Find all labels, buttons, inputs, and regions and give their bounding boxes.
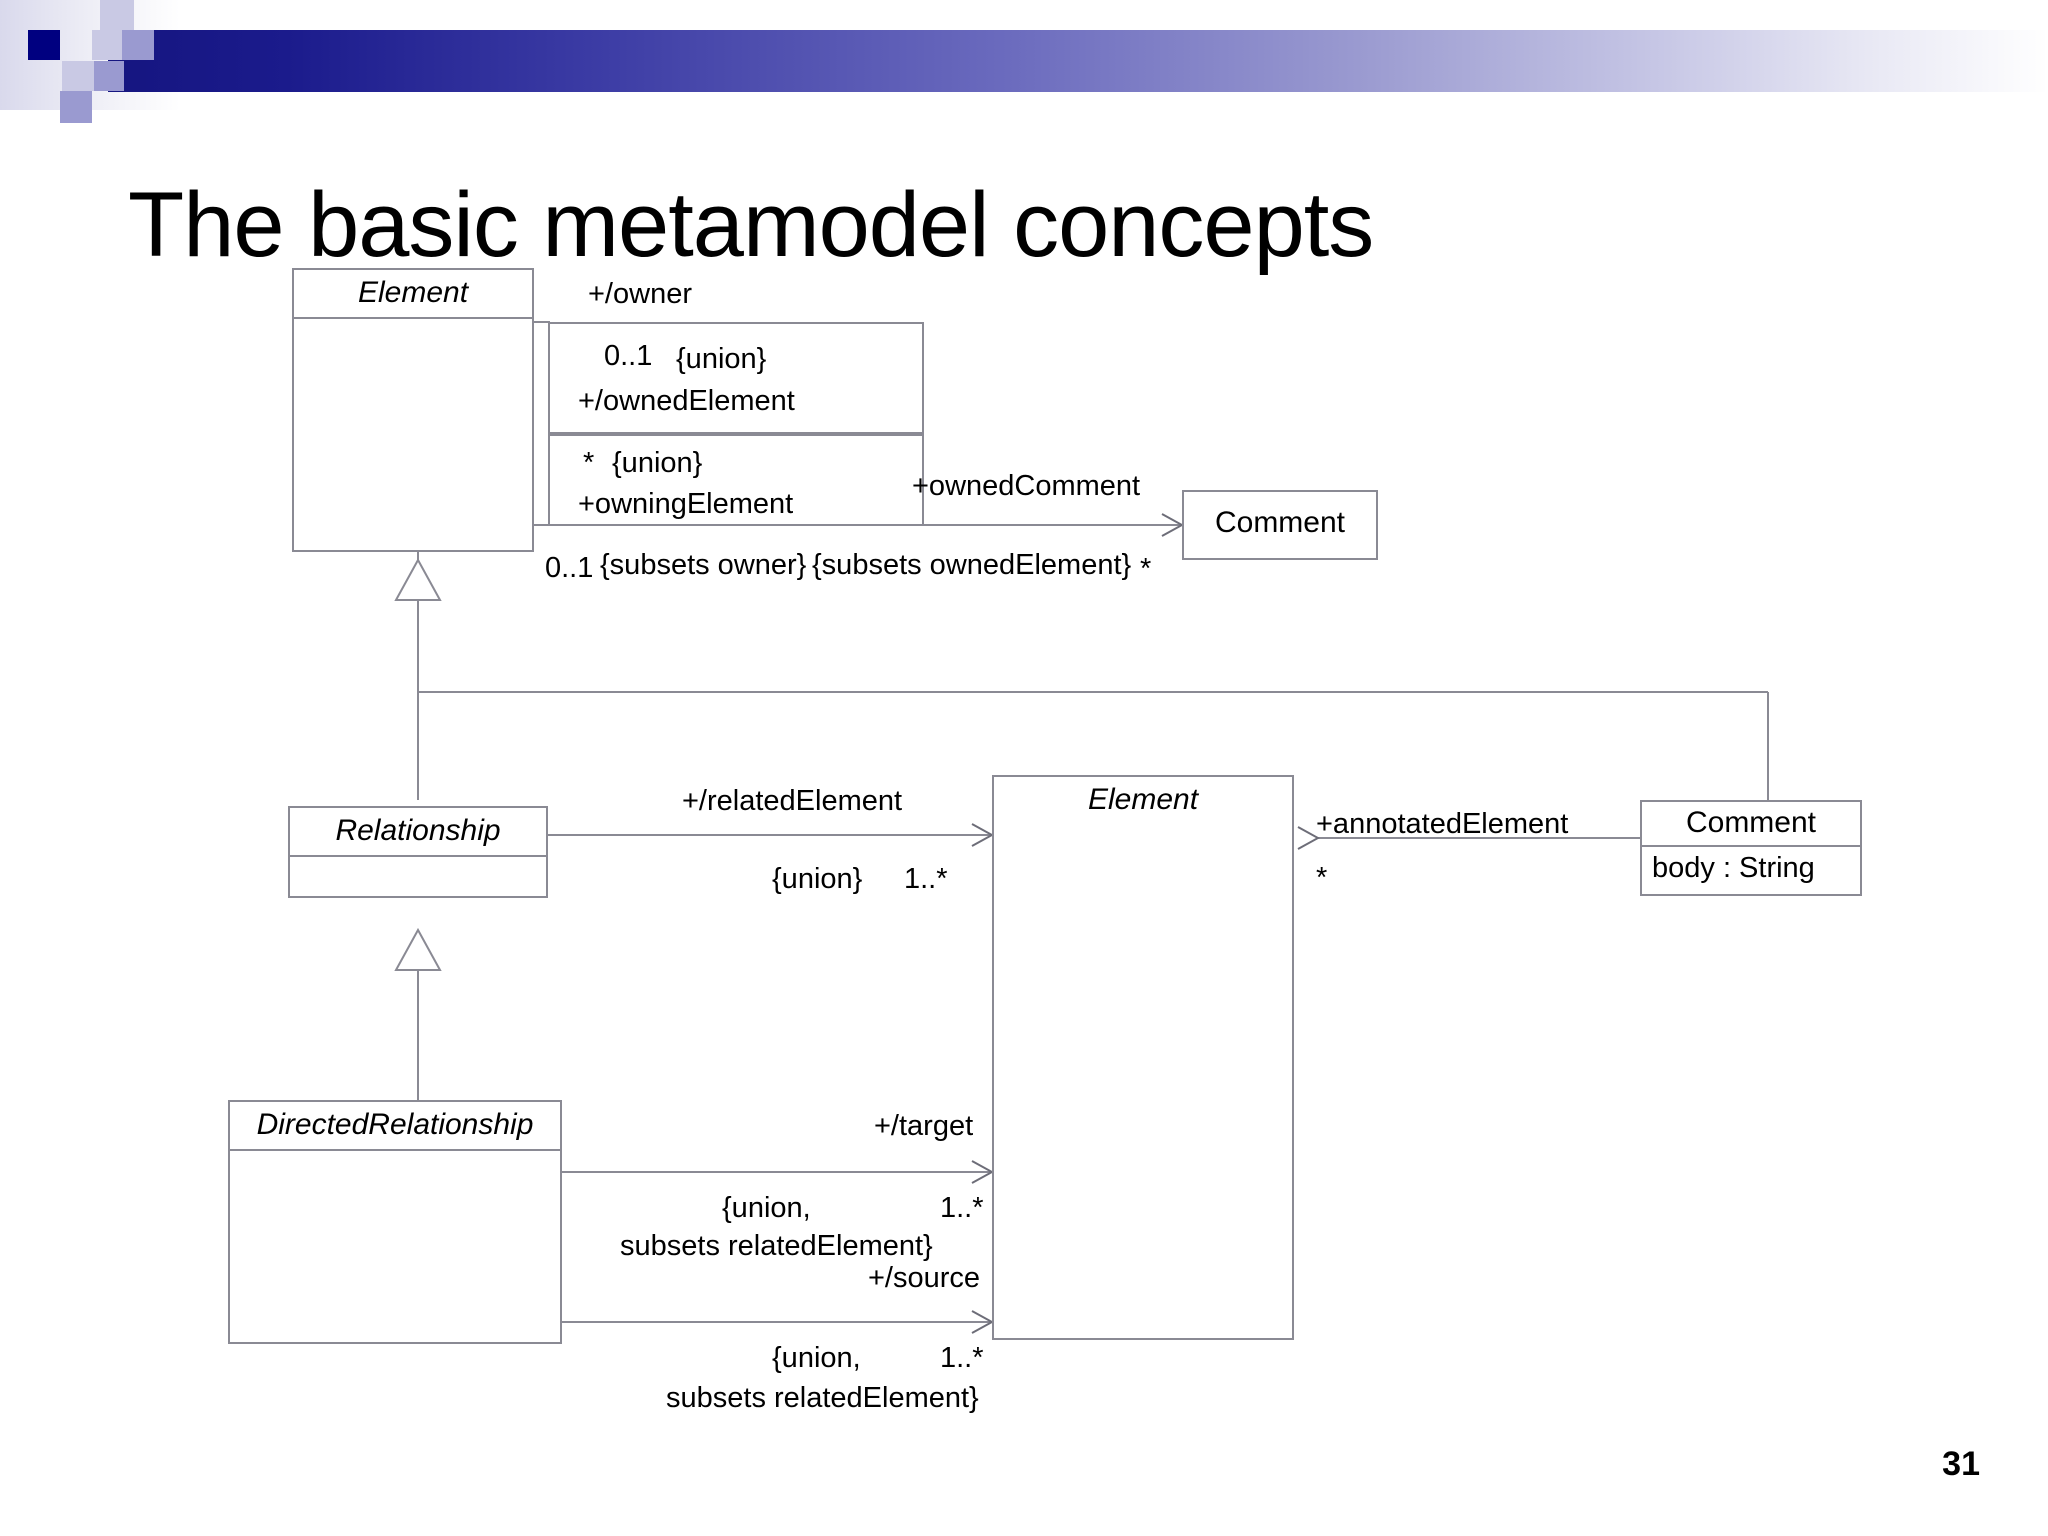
label-owningelement-constraint: {subsets owner} [600,549,807,581]
label-annotatedelement-role: +annotatedElement [1316,808,1569,840]
header-square-dark-navy [28,30,60,60]
class-comment-mid[interactable]: Comment body : String [1640,800,1862,896]
label-source-role: +/source [868,1262,981,1294]
label-ownedcomment-mult: * [1140,553,1152,585]
header-square-mid-1 [122,30,154,60]
class-directed-relationship[interactable]: DirectedRelationship [228,1100,562,1344]
header-square-light-3 [62,61,94,91]
generalization-triangle-relationship [394,557,442,601]
class-directed-relationship-compartment [230,1151,560,1167]
header-square-mid-3 [60,91,92,123]
label-target-mult: 1..* [940,1192,984,1224]
class-comment-top[interactable]: Comment [1182,490,1378,560]
label-target-constraint-line1: {union, [722,1192,811,1224]
label-ownedcomment-constraint: {subsets ownedElement} [812,549,1132,581]
header-gradient-band [108,30,2048,92]
class-relationship[interactable]: Relationship [288,806,548,898]
class-relationship-name: Relationship [290,808,546,857]
header-square-light-1 [100,0,134,30]
header-decoration [0,0,2048,123]
class-directed-relationship-name: DirectedRelationship [230,1102,560,1151]
class-comment-top-name: Comment [1214,506,1346,539]
label-source-mult: 1..* [940,1342,984,1374]
association-note-owner [548,322,924,434]
label-owner-role: +/owner [588,278,692,310]
header-square-mid-2 [94,61,124,91]
label-owningelement-role: +owningElement [578,488,794,520]
label-source-constraint-line1: {union, [772,1342,861,1374]
association-note-owning-element [548,434,924,526]
class-comment-mid-attribute: body : String [1652,852,1815,884]
class-comment-mid-name: Comment [1642,802,1860,847]
label-annotatedelement-mult: * [1316,862,1328,894]
class-element-mid-name: Element [1087,783,1199,816]
label-owner-constraint: {union} [676,343,767,375]
label-ownedelement-constraint: {union} [612,447,703,479]
label-ownedelement-mult: * [583,447,595,479]
class-element-mid[interactable]: Element [992,775,1294,1340]
label-ownedelement-role: +/ownedElement [578,385,795,417]
label-source-constraint-line2: subsets relatedElement} [666,1382,979,1414]
label-owningelement-mult: 0..1 [545,552,594,584]
label-ownedcomment-role: +ownedComment [912,470,1141,502]
class-element-top-name: Element [294,270,532,319]
generalization-triangle-directed-relationship [394,927,442,971]
label-relatedelement-constraint: {union} [772,863,863,895]
label-relatedelement-role: +/relatedElement [682,785,903,817]
class-element-top[interactable]: Element [292,268,534,552]
label-owner-mult: 0..1 [604,340,653,372]
page-title: The basic metamodel concepts [128,173,1374,276]
label-relatedelement-mult: 1..* [904,863,948,895]
class-relationship-compartment [290,857,546,873]
header-square-light-2 [92,30,122,60]
label-target-constraint-line2: subsets relatedElement} [620,1230,933,1262]
page-number: 31 [1942,1445,1980,1483]
label-target-role: +/target [874,1110,974,1142]
